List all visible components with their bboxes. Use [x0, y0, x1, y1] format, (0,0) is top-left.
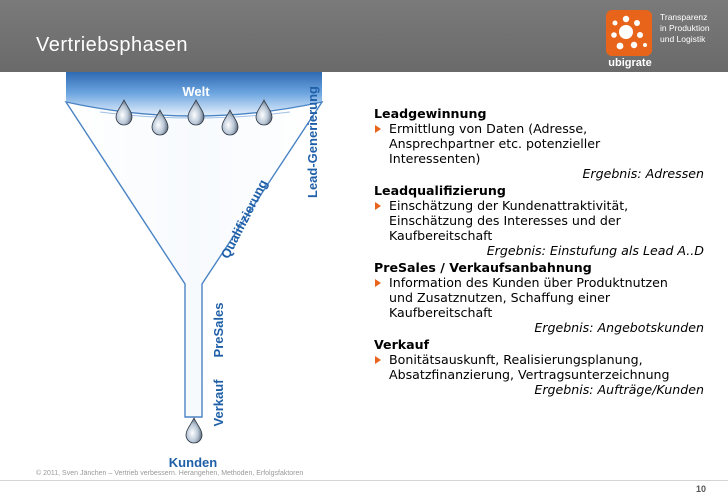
drop-icon [255, 99, 273, 126]
slide-title: Vertriebsphasen [36, 34, 189, 56]
page-number: 10 [695, 484, 706, 494]
logo-tagline: Transparenz in Produktion und Logistik [660, 12, 710, 45]
bullet-line: Ermittlung von Daten (Adresse, [389, 121, 588, 136]
funnel-mouth [66, 72, 322, 116]
logo-dots-icon [611, 15, 647, 50]
ubigrate-logo-icon [606, 10, 652, 56]
phase-title: PreSales / Verkaufsanbahnung [374, 260, 592, 275]
bullet-line: und Zusatznutzen, Schaffung einer [389, 290, 611, 305]
logo-name: ubigrate [608, 57, 652, 69]
bullet-line: Einschätzung der Kundenattraktivität, [389, 198, 629, 213]
bullet-item: Bonitätsauskunft, Realisierungsplanung, … [374, 352, 704, 382]
drop-icon [115, 99, 133, 126]
funnel-cone [64, 100, 324, 418]
bullet-line: Interessenten) [389, 151, 481, 166]
sales-funnel-diagram: Welt Lead-Generierung Qualifizierung Pre… [64, 72, 324, 470]
bullet-line: Bonitätsauskunft, Realisierungsplanung, [389, 352, 643, 367]
bullet-line: Kaufbereitschaft [389, 228, 493, 243]
drop-icon [221, 109, 239, 136]
phase-result: Ergebnis: Einstufung als Lead A..D [486, 243, 704, 258]
phase-result: Ergebnis: Aufträge/Kunden [534, 382, 704, 397]
phase-title: Leadqualifizierung [374, 183, 506, 198]
bullet-line: Ansprechpartner etc. potenzieller [389, 136, 601, 151]
phase-title: Verkauf [374, 337, 430, 352]
bullet-line: Information des Kunden über Produktnutze… [389, 275, 668, 290]
phase-presales: PreSales / Verkaufsanbahnung Information… [374, 260, 704, 335]
bullet-line: Kaufbereitschaft [389, 305, 493, 320]
tagline-line-1: Transparenz [660, 12, 708, 22]
bullet-line: Absatzfinanzierung, Vertragsunterzeichnu… [389, 367, 670, 382]
tagline-line-3: und Logistik [660, 34, 706, 44]
stage-label-lead-generierung: Lead-Generierung [305, 86, 320, 198]
bullet-item: Einschätzung der Kundenattraktivität, Ei… [374, 198, 704, 243]
phase-leadgewinnung: Leadgewinnung Ermittlung von Daten (Adre… [374, 106, 704, 181]
phase-result: Ergebnis: Adressen [582, 166, 704, 181]
phase-verkauf: Verkauf Bonitätsauskunft, Realisierungsp… [374, 337, 704, 397]
phase-result: Ergebnis: Angebotskunden [534, 320, 704, 335]
phase-leadqualifizierung: Leadqualifizierung Einschätzung der Kund… [374, 183, 704, 258]
phases-text: Leadgewinnung Ermittlung von Daten (Adre… [374, 104, 704, 397]
stage-label-presales: PreSales [211, 303, 226, 358]
drop-icon [187, 99, 205, 126]
slide-header: Vertriebsphasen ubigrate Transparenz in … [0, 0, 728, 72]
bullet-line: Einschätzung des Interesses und der [389, 213, 621, 228]
funnel-bottom-label: Kunden [169, 455, 217, 470]
bullet-item: Ermittlung von Daten (Adresse, Ansprechp… [374, 121, 704, 166]
tagline-line-2: in Produktion [660, 23, 710, 33]
copyright-footer: © 2011, Sven Jänchen – Vertrieb verbesse… [36, 470, 304, 477]
phase-title: Leadgewinnung [374, 106, 487, 121]
bullet-item: Information des Kunden über Produktnutze… [374, 275, 704, 320]
stage-label-verkauf: Verkauf [211, 379, 226, 427]
drop-icon [151, 109, 169, 136]
funnel-top-label: Welt [182, 84, 210, 99]
drop-icon [185, 417, 203, 444]
footer-divider [0, 480, 728, 481]
lead-drops [115, 99, 273, 444]
